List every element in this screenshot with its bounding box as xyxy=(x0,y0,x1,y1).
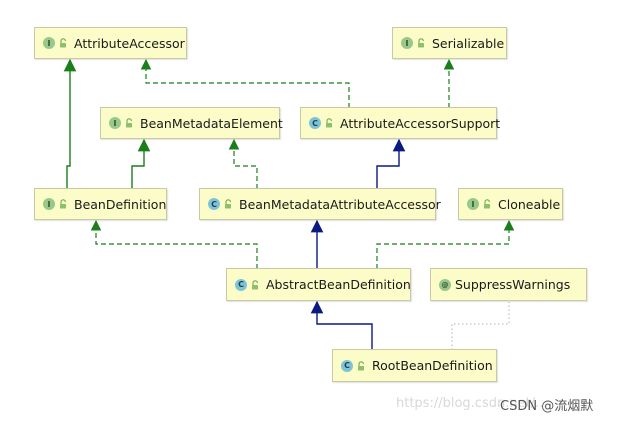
node-bean-definition[interactable]: I BeanDefinition xyxy=(34,188,167,220)
class-icon: C xyxy=(309,117,321,129)
open-lock-icon xyxy=(357,360,366,371)
open-lock-icon xyxy=(59,199,68,209)
edge-bmaa-to-bme xyxy=(228,138,258,189)
node-label: AbstractBeanDefinition xyxy=(266,277,411,292)
class-icon: C xyxy=(208,198,220,210)
interface-icon: I xyxy=(467,198,479,210)
node-label: BeanMetadataElement xyxy=(140,115,283,131)
open-lock-icon xyxy=(125,118,134,128)
node-label: AttributeAccessor xyxy=(74,35,185,51)
annotation-icon: @ xyxy=(439,278,451,291)
interface-icon: I xyxy=(43,198,55,210)
node-attribute-accessor[interactable]: I AttributeAccessor xyxy=(34,27,187,59)
open-lock-icon xyxy=(325,118,334,128)
edge-bd-to-attribute-accessor xyxy=(63,58,77,189)
node-attribute-accessor-support[interactable]: C AttributeAccessorSupport xyxy=(300,107,501,139)
edge-bmaa-to-aas xyxy=(376,138,406,189)
node-label: BeanMetadataAttributeAccessor xyxy=(239,196,441,212)
edge-abd-to-bd xyxy=(90,219,258,269)
node-bean-metadata-element[interactable]: I BeanMetadataElement xyxy=(100,107,283,139)
open-lock-icon xyxy=(59,38,68,48)
node-label: AttributeAccessorSupport xyxy=(340,115,501,131)
node-label: Cloneable xyxy=(498,196,561,212)
edge-aas-to-attribute-accessor xyxy=(140,58,350,108)
node-suppress-warnings[interactable]: @ SuppressWarnings xyxy=(430,268,587,301)
open-lock-icon xyxy=(224,199,233,209)
interface-icon: I xyxy=(401,37,413,49)
node-cloneable[interactable]: I Cloneable xyxy=(458,188,563,220)
node-label: BeanDefinition xyxy=(74,196,167,212)
edge-abd-to-cloneable xyxy=(376,219,515,269)
open-lock-icon xyxy=(417,38,426,48)
node-serializable[interactable]: I Serializable xyxy=(392,27,507,59)
watermark-author: CSDN @流烟默 xyxy=(500,399,594,414)
open-lock-icon xyxy=(251,279,260,290)
node-bean-metadata-attribute-accessor[interactable]: C BeanMetadataAttributeAccessor xyxy=(199,188,441,220)
node-label: SuppressWarnings xyxy=(455,277,571,292)
open-lock-icon xyxy=(483,199,492,209)
class-icon: C xyxy=(341,359,353,372)
node-root-bean-definition[interactable]: C RootBeanDefinition xyxy=(332,349,497,382)
node-abstract-bean-definition[interactable]: C AbstractBeanDefinition xyxy=(226,268,411,301)
edge-rbd-to-suppress-warnings xyxy=(451,302,510,350)
watermark-url: https://blog.csdn.net/... xyxy=(396,396,548,411)
interface-icon: I xyxy=(109,117,121,129)
abstract-class-icon: C xyxy=(235,278,247,291)
node-label: RootBeanDefinition xyxy=(372,358,493,373)
node-label: Serializable xyxy=(432,35,505,51)
edge-rbd-to-abd xyxy=(310,300,373,350)
edge-bd-to-bme xyxy=(131,138,151,189)
interface-icon: I xyxy=(43,37,55,49)
